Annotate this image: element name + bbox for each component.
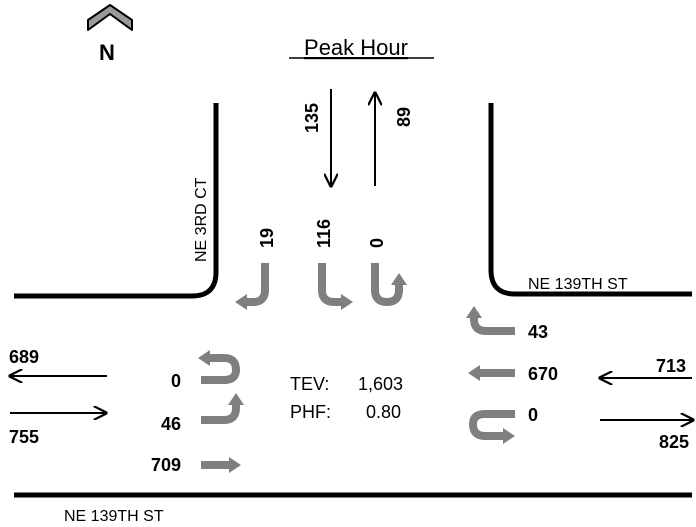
- westbound-right-volume: 43: [528, 322, 548, 342]
- southbound-left-volume: 116: [314, 219, 334, 248]
- street-name-south: NE 139TH ST: [64, 508, 164, 525]
- street-name-north: NE 3RD CT: [193, 177, 210, 262]
- north-label: N: [99, 40, 115, 65]
- north-out-volume: 89: [394, 107, 414, 127]
- tev-value: 1,603: [358, 374, 403, 394]
- westbound-through-volume: 670: [528, 364, 558, 384]
- east-in-volume: 713: [656, 356, 686, 376]
- phf-label: PHF:: [290, 402, 331, 422]
- eastbound-through-volume: 709: [151, 455, 181, 475]
- road-edge-northeast: [488, 103, 692, 297]
- southbound-right-arrow: [235, 263, 269, 310]
- tev-label: TEV:: [290, 374, 329, 394]
- westbound-uturn-arrow: [469, 410, 515, 444]
- eastbound-uturn-arrow: [198, 350, 240, 384]
- page-title: Peak Hour: [304, 35, 408, 60]
- street-name-east: NE 139TH ST: [528, 276, 628, 293]
- road-edge-northwest: [14, 103, 219, 299]
- north-arrow-icon: [87, 4, 133, 31]
- north-in-volume: 135: [302, 103, 322, 133]
- southbound-left-arrow: [318, 263, 353, 310]
- east-out-volume: 825: [659, 432, 689, 452]
- westbound-right-arrow: [466, 306, 515, 335]
- southbound-right-volume: 19: [257, 228, 277, 248]
- eastbound-left-volume: 46: [161, 414, 181, 434]
- eastbound-left-arrow: [201, 393, 244, 424]
- west-out-volume: 689: [9, 347, 39, 367]
- west-in-volume: 755: [9, 427, 39, 447]
- southbound-uturn-volume: 0: [367, 238, 387, 248]
- eastbound-through-arrow: [201, 457, 241, 473]
- westbound-uturn-volume: 0: [528, 405, 538, 425]
- westbound-through-arrow: [468, 365, 515, 381]
- phf-value: 0.80: [366, 402, 401, 422]
- eastbound-uturn-volume: 0: [171, 371, 181, 391]
- southbound-uturn-arrow: [371, 263, 407, 306]
